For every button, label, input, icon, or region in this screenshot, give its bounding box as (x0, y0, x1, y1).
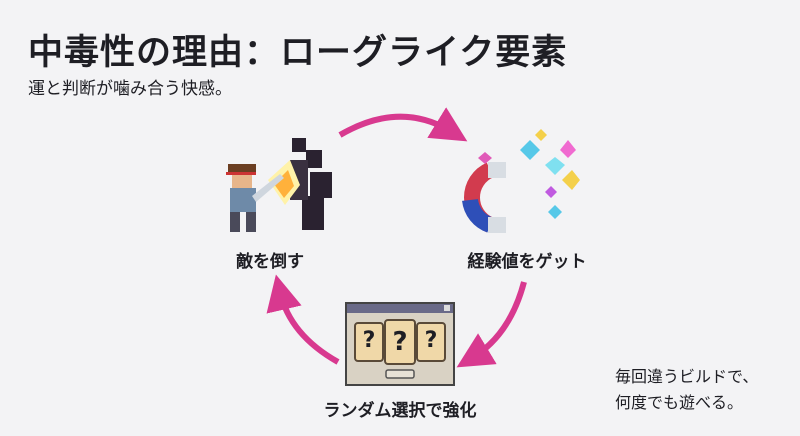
subtitle: 運と判断が噛み合う快感。 (28, 79, 232, 99)
note-line: 何度でも遊べる。 (615, 393, 744, 412)
step-label-random-upgrade: ランダム選択で強化 (323, 401, 477, 421)
arrow-right (456, 281, 527, 368)
pixel-warrior-battle-icon (226, 138, 332, 232)
step-label-get-exp: 経験値をゲット (467, 252, 587, 272)
page-title: 中毒性の理由：ローグライク要素 (28, 33, 568, 73)
card-symbol: ? (424, 328, 438, 353)
arrow-left (266, 274, 340, 365)
note: 毎回違うビルドで、 何度でも遊べる。 (615, 364, 758, 416)
card-symbol: ? (392, 327, 408, 357)
step-label-defeat-enemy: 敵を倒す (236, 252, 304, 272)
random-card-window-icon (345, 302, 455, 386)
arrow-top (338, 107, 468, 142)
note-line: 毎回違うビルドで、 (615, 367, 759, 386)
card-symbol: ? (362, 328, 376, 353)
magnet-gems-icon (462, 129, 580, 233)
